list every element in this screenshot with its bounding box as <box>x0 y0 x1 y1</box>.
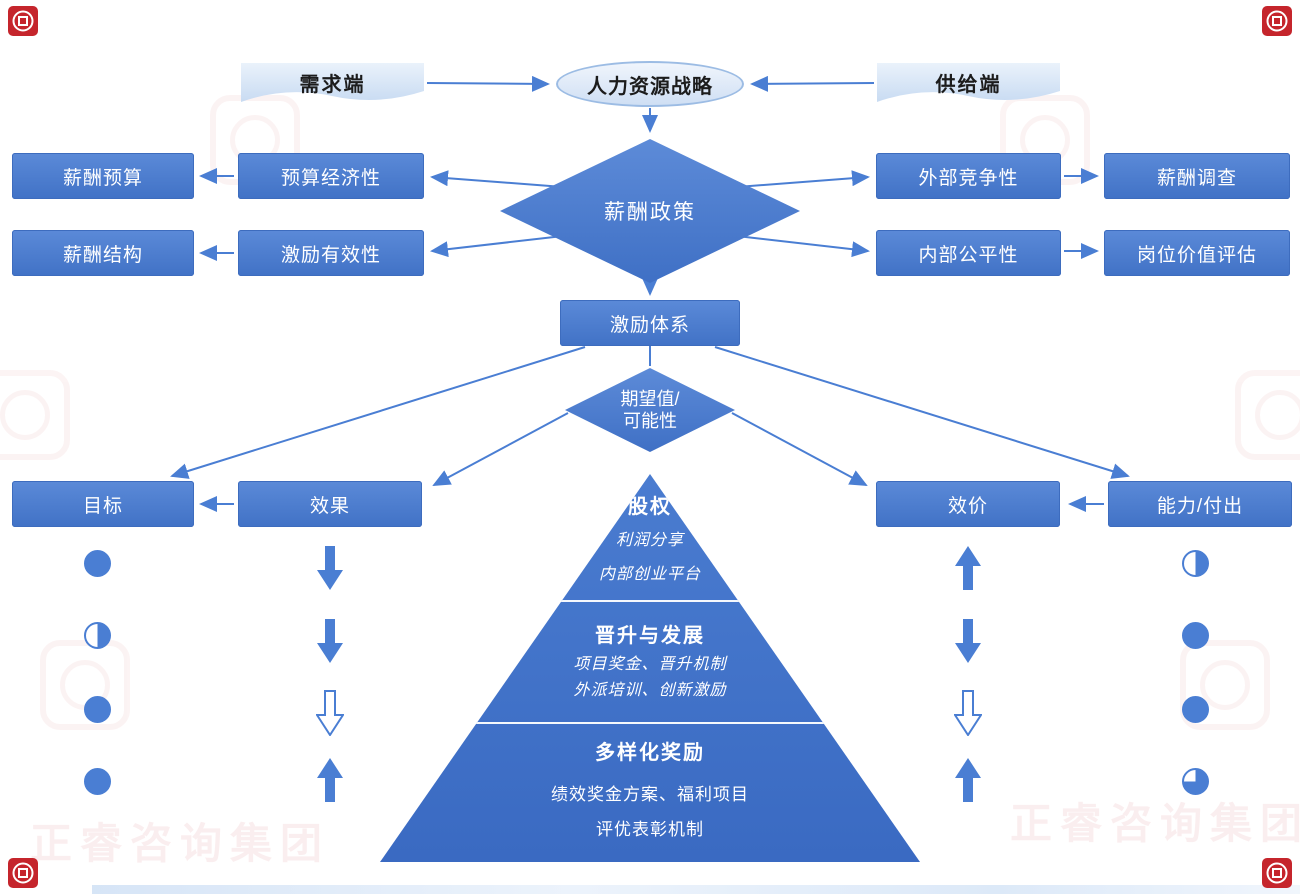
down-arrow-outline-icon <box>954 690 982 736</box>
brand-logo <box>1262 6 1292 36</box>
node-comp-structure: 薪酬结构 <box>12 230 194 276</box>
node-internal-fairness: 内部公平性 <box>876 230 1061 276</box>
brand-logo <box>1262 858 1292 888</box>
brand-logo-icon <box>1262 858 1292 888</box>
pyramid-level2-line: 外派培训、创新激励 <box>573 682 727 699</box>
brand-logo-icon <box>8 858 38 888</box>
pyramid-level1-title: 股权 <box>628 496 672 518</box>
harvey-ball-full-icon <box>84 696 111 723</box>
down-arrow-icon <box>954 618 982 664</box>
pyramid-divider <box>380 722 920 724</box>
node-supply-side: 供给端 <box>876 62 1061 106</box>
pyramid-level3-title: 多样化奖励 <box>595 742 705 764</box>
node-ability-effort: 能力/付出 <box>1108 481 1292 527</box>
node-valence: 效价 <box>876 481 1060 527</box>
node-expectancy: 期望值/ 可能性 <box>565 368 735 452</box>
node-external-competitiveness: 外部竞争性 <box>876 153 1061 199</box>
supply-side-label: 供给端 <box>935 74 1002 96</box>
brand-logo <box>8 6 38 36</box>
node-demand-side: 需求端 <box>240 62 425 106</box>
wave-banner-shape <box>877 63 1060 102</box>
harvey-ball-full-icon <box>1182 696 1209 723</box>
brand-logo-icon <box>8 6 38 36</box>
watermark-text: 正睿咨询集团 <box>30 820 331 867</box>
node-incentive-effectiveness: 激励有效性 <box>238 230 424 276</box>
watermark-text: 正睿咨询集团 <box>1010 800 1300 847</box>
brand-logo <box>8 858 38 888</box>
pyramid-level2-title: 晋升与发展 <box>595 625 705 647</box>
up-arrow-icon <box>954 545 982 591</box>
down-arrow-icon <box>316 618 344 664</box>
demand-side-label: 需求端 <box>299 74 366 96</box>
pyramid-level3-line: 评优表彰机制 <box>596 820 704 839</box>
node-incentive-system: 激励体系 <box>560 300 740 346</box>
node-hr-strategy: 人力资源战略 <box>556 61 744 107</box>
node-comp-survey: 薪酬调查 <box>1104 153 1290 199</box>
node-goal: 目标 <box>12 481 194 527</box>
watermark-logo <box>1180 640 1270 730</box>
harvey-ball-full-icon <box>84 768 111 795</box>
expectancy-line1: 期望值/ <box>620 388 680 409</box>
node-comp-policy: 薪酬政策 <box>500 139 800 283</box>
up-arrow-icon <box>954 757 982 803</box>
harvey-ball-half-icon <box>84 622 111 649</box>
pyramid-level1-line: 内部创业平台 <box>598 566 701 583</box>
down-arrow-icon <box>316 545 344 591</box>
pyramid-level2-line: 项目奖金、晋升机制 <box>573 656 727 673</box>
harvey-ball-three-quarter-icon <box>1182 768 1209 795</box>
node-comp-budget: 薪酬预算 <box>12 153 194 199</box>
brand-logo-icon <box>1262 6 1292 36</box>
down-arrow-outline-icon <box>316 690 344 736</box>
node-effect: 效果 <box>238 481 422 527</box>
harvey-ball-full-icon <box>1182 622 1209 649</box>
pyramid-level3-line: 绩效奖金方案、福利项目 <box>551 785 749 804</box>
pyramid-level1-line: 利润分享 <box>615 532 684 549</box>
pyramid-divider <box>380 600 920 602</box>
up-arrow-icon <box>316 757 344 803</box>
watermark-logo <box>0 370 70 460</box>
incentive-pyramid: 股权 利润分享 内部创业平台 晋升与发展 项目奖金、晋升机制 外派培训、创新激励… <box>380 474 920 862</box>
harvey-ball-half-icon <box>1182 550 1209 577</box>
harvey-ball-full-icon <box>84 550 111 577</box>
expectancy-line2: 可能性 <box>623 411 677 431</box>
node-job-value-evaluation: 岗位价值评估 <box>1104 230 1290 276</box>
node-budget-economy: 预算经济性 <box>238 153 424 199</box>
watermark-bottom-strip <box>92 885 1300 894</box>
watermark-logo <box>1235 370 1300 460</box>
wave-banner-shape <box>241 63 424 102</box>
